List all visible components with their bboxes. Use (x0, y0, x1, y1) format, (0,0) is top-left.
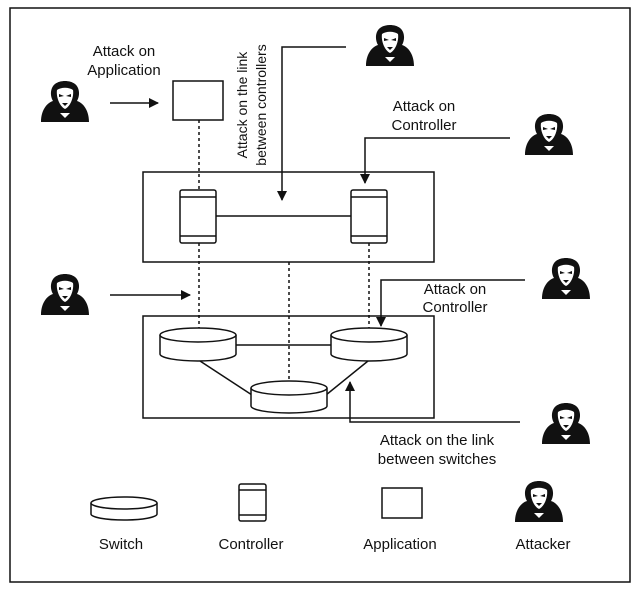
attacker-icon-controller-top (525, 114, 573, 155)
label-attack-on-application-line1: Attack on (93, 43, 156, 60)
legend-attacker-icon (515, 481, 563, 522)
legend-switch-icon (90, 496, 158, 521)
legend: Switch Controller Application Attacker (90, 481, 571, 553)
link-switch-left-bottom (199, 360, 253, 396)
label-attack-link-switches-line1: Attack on the link (380, 432, 495, 449)
arrow-attack-controller-top (360, 137, 510, 184)
label-attack-on-controller-top-line2: Controller (391, 117, 456, 134)
legend-application-icon (381, 487, 423, 519)
legend-controller-icon (238, 483, 267, 522)
arrow-attack-link-controllers (277, 46, 346, 201)
switch-right (330, 327, 408, 362)
legend-label-switch: Switch (99, 536, 143, 553)
label-attack-link-switches-line2: between switches (378, 451, 496, 468)
label-attack-link-controllers-line1: Attack on the link (234, 51, 250, 159)
attacker-icon-application (41, 81, 89, 122)
outer-frame (9, 7, 631, 583)
label-attack-on-application-line2: Application (87, 62, 160, 79)
legend-label-attacker: Attacker (515, 536, 570, 553)
application-box (172, 80, 224, 121)
link-switch-right-bottom (325, 360, 369, 396)
arrow-attack-link-switches (345, 381, 520, 423)
switch-plane (142, 315, 435, 419)
switch-bottom (250, 380, 328, 414)
attacker-icon-controller-switch (542, 258, 590, 299)
arrow-attack-controller-switch (376, 279, 525, 327)
controller-left (179, 189, 217, 244)
attacker-icon-link-controllers (366, 25, 414, 66)
attacker-icon-control-channel (41, 274, 89, 315)
legend-label-controller: Controller (218, 536, 283, 553)
controller-right (350, 189, 388, 244)
switch-left (159, 327, 237, 362)
attacker-icon-link-switches (542, 403, 590, 444)
label-attack-on-controller-top-line1: Attack on (393, 98, 456, 115)
label-attack-link-controllers-line2: between controllers (253, 44, 269, 165)
legend-label-application: Application (363, 536, 436, 553)
label-attack-on-controller-switch-line1: Attack on (424, 281, 487, 298)
label-attack-on-controller-switch-line2: Controller (422, 299, 487, 316)
